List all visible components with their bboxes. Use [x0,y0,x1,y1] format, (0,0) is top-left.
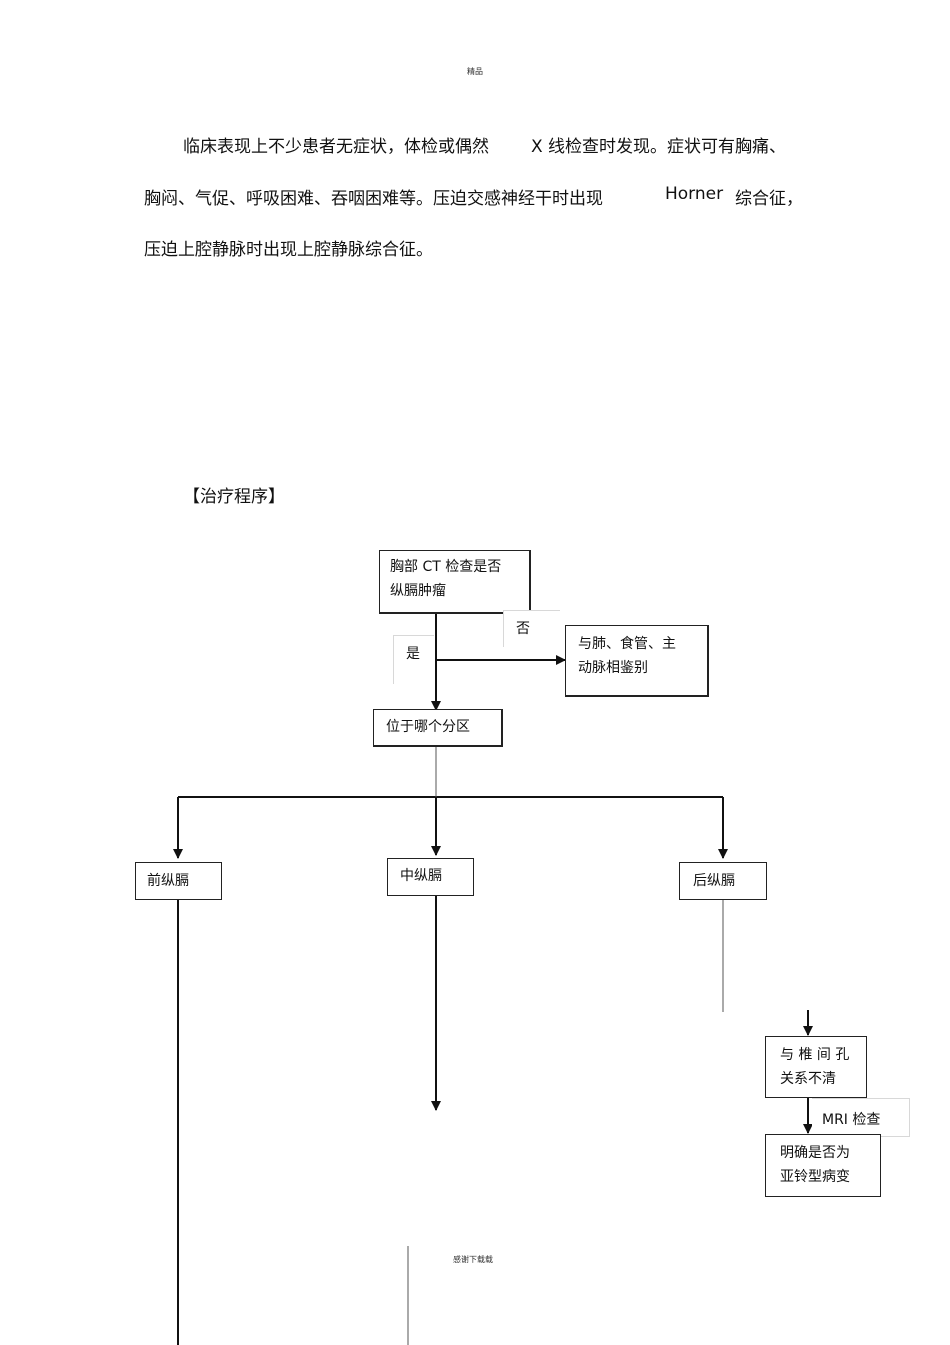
paragraph-line2-a: 胸闷、气促、呼吸困难、吞咽困难等。压迫交感神经干时出现 [144,189,603,209]
section-title: 【治疗程序】 [183,487,285,507]
ct-check-line1: 胸部 CT 检查是否 [390,559,502,575]
dumbbell-line1: 明确是否为 [780,1145,850,1161]
paragraph-line1-a: 临床表现上不少患者无症状，体检或偶然 [183,137,489,157]
foramen-line2: 关系不清 [780,1071,836,1087]
paragraph-line1-b: X 线检查时发现。症状可有胸痛、 [531,137,787,157]
foramen-line1: 与 椎 间 孔 [780,1047,850,1063]
paragraph-line2-c: 综合征， [735,189,803,209]
differential-line1: 与肺、食管、主 [578,636,676,652]
location-box: 位于哪个分区 [373,709,503,747]
dumbbell-line2: 亚铃型病变 [780,1169,850,1185]
no-label: 否 [503,610,560,647]
paragraph-line3: 压迫上腔静脉时出现上腔静脉综合征。 [144,240,433,260]
ct-check-line2: 纵膈肿瘤 [390,583,446,599]
yes-label: 是 [393,635,434,684]
posterior-mediastinum-box: 后纵膈 [679,862,767,900]
foramen-relation-box: 与 椎 间 孔 关系不清 [765,1036,867,1098]
paragraph-line2-b: Horner [665,184,724,204]
dumbbell-lesion-box: 明确是否为 亚铃型病变 [765,1134,881,1197]
middle-mediastinum-box: 中纵膈 [387,858,474,896]
differential-box: 与肺、食管、主 动脉相鉴别 [565,625,709,697]
ct-check-box: 胸部 CT 检查是否 纵膈肿瘤 [379,550,531,614]
anterior-mediastinum-box: 前纵膈 [135,862,222,900]
differential-line2: 动脉相鉴别 [578,660,648,676]
page-footer: 感谢下载载 [453,1255,493,1264]
page-header: 精品 [467,67,483,76]
mri-label: MRI 检查 [812,1098,910,1137]
